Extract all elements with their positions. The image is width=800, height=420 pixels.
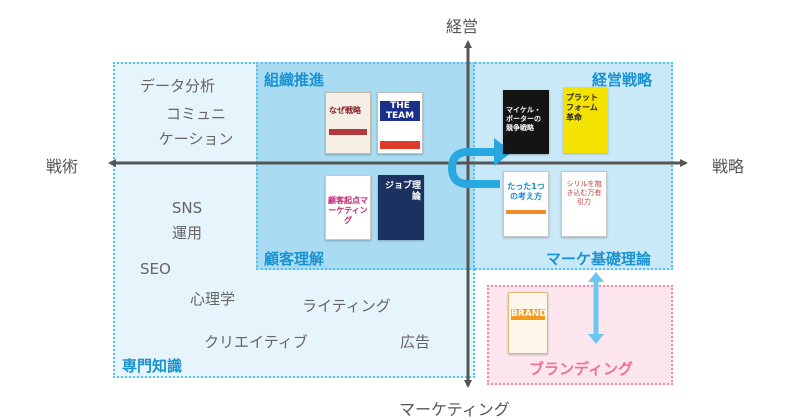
- topic-writing: ライティング: [302, 297, 391, 315]
- book-cover-strategy-2: プラットフォーム革命: [563, 87, 608, 153]
- book-cover-marketing-2: シリルを抱き込む万有引力: [561, 171, 607, 237]
- book-cover-brand: BRAND: [508, 292, 548, 354]
- book-cover-marketing-1: たった1つの考え方: [503, 171, 549, 237]
- topic-seo: SEO: [140, 260, 171, 278]
- book-strategy-1-title: マイケル・ポーターの競争戦略: [506, 106, 541, 132]
- book-cover-customer-2: ジョブ理論: [378, 175, 424, 240]
- region-label-organization: 組織推進: [264, 71, 325, 89]
- book-cover-strategy-1: マイケル・ポーターの競争戦略: [503, 90, 549, 154]
- region-label-management-strategy: 経営戦略: [592, 71, 653, 89]
- topic-psychology: 心理学: [190, 290, 236, 308]
- book-marketing-1-title: たった1つの考え方: [507, 182, 545, 201]
- topic-sns-line1: SNS: [171, 199, 203, 217]
- region-label-expert-knowledge: 専門知識: [122, 357, 183, 375]
- book-org-1-title: なぜ戦略: [329, 106, 361, 115]
- topic-data-analysis: データ分析: [140, 77, 216, 95]
- book-cover-customer-1: 顧客起点マーケティング: [325, 175, 371, 240]
- axis-label-left: 戦術: [46, 157, 79, 176]
- book-cover-org-1: なぜ戦略: [325, 92, 371, 154]
- region-label-marketing-basics: マーケ基礎理論: [546, 250, 652, 268]
- book-customer-1-title: 顧客起点マーケティング: [328, 196, 368, 225]
- axis-label-right: 戦略: [712, 157, 745, 176]
- book-customer-2-title: ジョブ理論: [384, 181, 421, 202]
- axis-label-bottom: マーケティング: [399, 400, 510, 419]
- book-cover-org-2: THE TEAM: [377, 92, 423, 154]
- book-brand-title: BRAND: [511, 309, 547, 320]
- book-org-2-title: THE TEAM: [380, 101, 420, 121]
- topic-communication: コミュニ ケーション: [146, 102, 246, 152]
- curved-arrow-icon: [447, 148, 500, 188]
- topic-communication-line2: ケーション: [158, 130, 234, 148]
- topic-advertising: 広告: [400, 333, 431, 351]
- topic-communication-line1: コミュニ: [165, 105, 226, 123]
- region-label-branding: ブランディング: [529, 360, 633, 378]
- book-marketing-2-title: シリルを抱き込む万有引力: [566, 180, 602, 206]
- region-label-customer-understanding: 顧客理解: [264, 250, 325, 268]
- topic-sns-line2: 運用: [171, 224, 202, 242]
- topic-sns: SNS 運用: [162, 196, 212, 246]
- axis-label-top: 経営: [446, 17, 479, 36]
- topic-creative: クリエイティブ: [204, 333, 308, 351]
- book-strategy-2-title: プラットフォーム革命: [566, 93, 598, 122]
